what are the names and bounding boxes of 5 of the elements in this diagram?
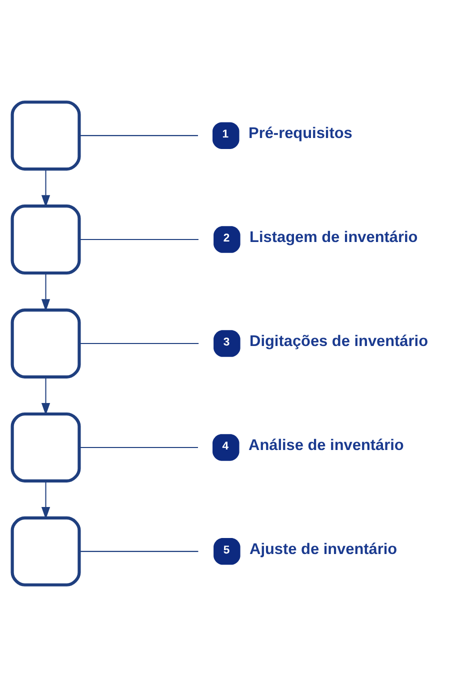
- node-label: Pré-requisitos: [248, 124, 352, 142]
- node-label: Listagem de inventário: [250, 228, 418, 246]
- node-label: Digitações de inventário: [250, 332, 428, 350]
- node-label: Análise de inventário: [248, 436, 404, 454]
- node-label: Ajuste de inventário: [250, 540, 398, 558]
